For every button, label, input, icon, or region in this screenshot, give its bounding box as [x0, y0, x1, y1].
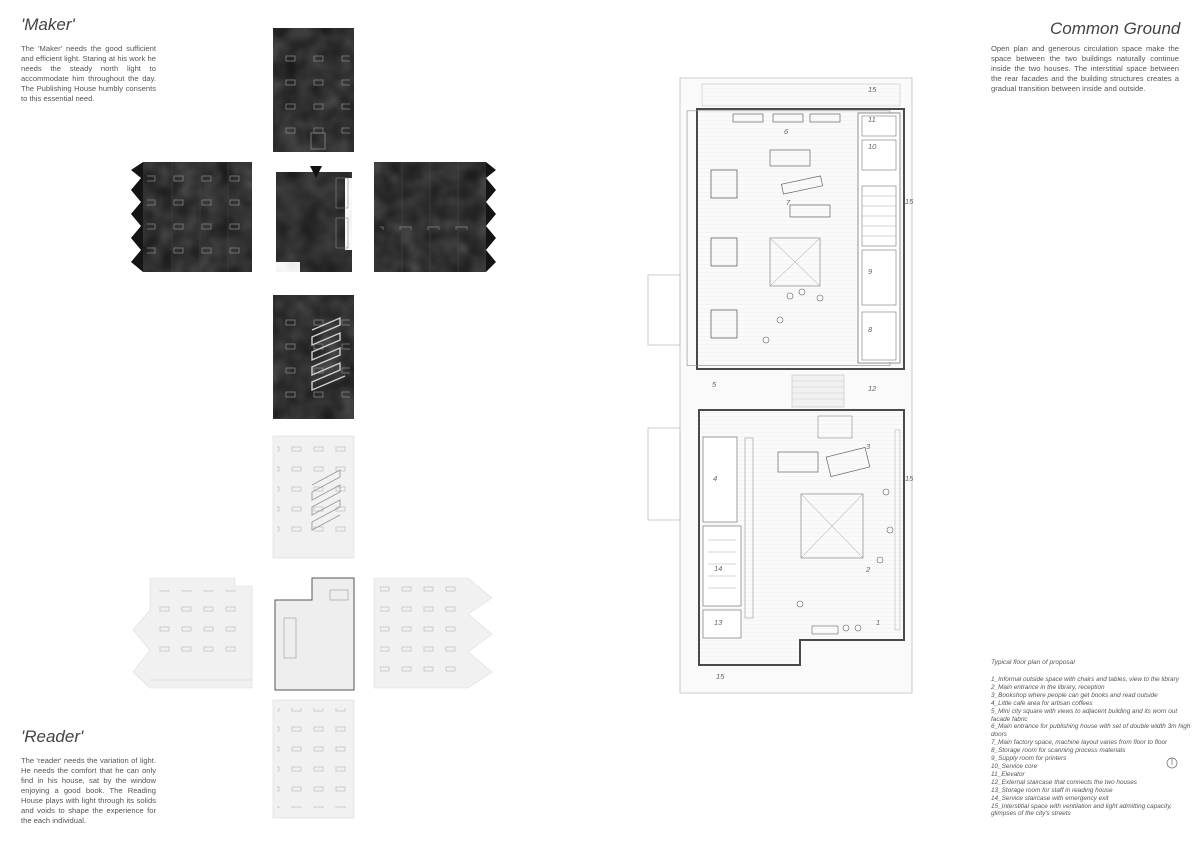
plan-label-11: 11 [868, 115, 876, 124]
plan-label-1: 1 [876, 618, 880, 627]
reader-title: 'Reader' [21, 727, 84, 746]
plan-label-15: 15 [905, 197, 914, 206]
plan-label-2: 2 [865, 565, 871, 574]
maker-description: The 'Maker' needs the good sufficient an… [21, 44, 156, 103]
legend-item: 5_Mini city square with views to adjacen… [991, 707, 1178, 723]
legend-item: 8_Storage room for scanning process mate… [991, 747, 1126, 755]
plan-label-7: 7 [786, 198, 791, 207]
reader-elevation-right [373, 577, 493, 689]
legend-title: Typical floor plan of proposal [991, 659, 1075, 666]
plan-label-13: 13 [714, 618, 723, 627]
plan-label-8: 8 [868, 325, 873, 334]
legend-list: 1_Informal outside space with chairs and… [991, 676, 1191, 818]
plan-label-10: 10 [868, 142, 877, 151]
legend-item: 1_Informal outside space with chairs and… [991, 676, 1179, 683]
common-ground-title: Common Ground [1050, 19, 1181, 38]
legend-item: 15_Interstitial space with ventilation a… [991, 802, 1172, 818]
typical-floor-plan: 15 15 15 15 11 10 9 8 7 6 5 12 3 4 2 14 … [647, 77, 914, 694]
maker-elevation-right [374, 162, 496, 272]
plan-label-5: 5 [712, 380, 717, 389]
reader-elevation-top [272, 435, 355, 559]
legend-item: 11_Elevator [991, 770, 1025, 778]
plan-label-4: 4 [713, 474, 717, 483]
plan-label-14: 14 [714, 564, 722, 573]
reader-elevation-left [132, 577, 253, 689]
plan-label-3: 3 [866, 442, 871, 451]
common-ground-description: Open plan and generous circulation space… [991, 44, 1179, 93]
maker-elevation-bottom [273, 295, 354, 419]
reader-description: The 'reader' needs the variation of ligh… [21, 756, 156, 825]
plan-label-12: 12 [868, 384, 877, 393]
plan-label-15: 15 [905, 474, 914, 483]
plan-label-15: 15 [868, 85, 877, 94]
plan-label-15: 15 [716, 672, 725, 681]
legend-item: 10_Service core [991, 762, 1038, 770]
maker-elevation-top [273, 28, 354, 152]
floor-plan-legend: Typical floor plan of proposal 1_Informa… [991, 659, 1191, 818]
maker-floor-plan [272, 160, 356, 273]
legend-item: 3_Bookshop where people can get books an… [991, 691, 1158, 699]
legend-item: 13_Storage room for staff in reading hou… [991, 786, 1113, 794]
legend-item: 12_External staircase that connects the … [991, 778, 1138, 786]
maker-elevation-left [131, 162, 252, 272]
legend-item: 4_Little cafe area for artisan coffees [991, 699, 1093, 707]
plan-label-9: 9 [868, 267, 873, 276]
reader-elevation-bottom [272, 699, 355, 819]
north-arrow-icon [1166, 757, 1178, 769]
legend-item: 7_Main factory space, machine layout var… [991, 739, 1168, 747]
legend-item: 6_Main entrance for publishing house wit… [991, 723, 1191, 739]
legend-item: 2_Main entrance in the library, receptio… [991, 683, 1105, 691]
plan-label-6: 6 [784, 127, 789, 136]
legend-item: 9_Supply room for printers [991, 755, 1067, 763]
maker-title: 'Maker' [21, 15, 75, 34]
reader-floor-plan [274, 577, 355, 691]
legend-item: 14_Service staircase with emergency exit [991, 794, 1109, 802]
